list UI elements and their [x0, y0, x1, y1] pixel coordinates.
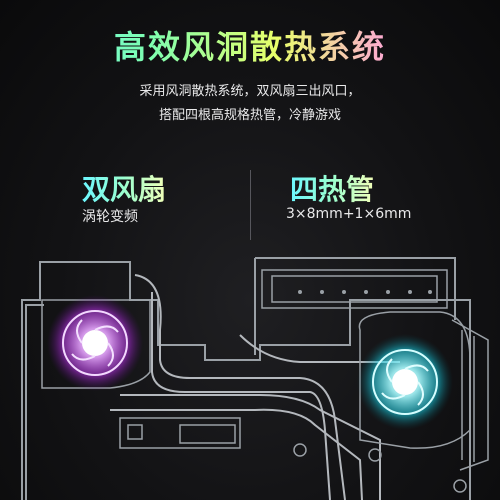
- description-line-2: 搭配四根高规格热管，冷静游戏: [158, 108, 341, 123]
- heatpipes: [110, 274, 400, 500]
- screw-mounts: [293, 443, 467, 493]
- feature-heatpipes-title: 四热管: [290, 168, 374, 208]
- cooling-system-diagram: [21, 257, 489, 500]
- feature-fans-detail: 涡轮变频: [82, 209, 138, 225]
- feature-divider: [250, 170, 251, 240]
- description-line-1: 采用风洞散热系统，双风扇三出风口，: [139, 84, 361, 99]
- left-fan: [47, 295, 143, 391]
- right-fan-housing: [358, 311, 489, 471]
- chassis-outline: [21, 257, 471, 500]
- chipset-block: [119, 417, 241, 449]
- right-fan: [357, 334, 453, 430]
- feature-heatpipes-detail: 3×8mm+1×6mm: [286, 206, 412, 222]
- memory-slot: [261, 269, 448, 309]
- memory-slot-pins: [298, 290, 432, 294]
- headline: 高效风洞散热系统: [0, 22, 500, 68]
- feature-fans-title: 双风扇: [82, 168, 166, 208]
